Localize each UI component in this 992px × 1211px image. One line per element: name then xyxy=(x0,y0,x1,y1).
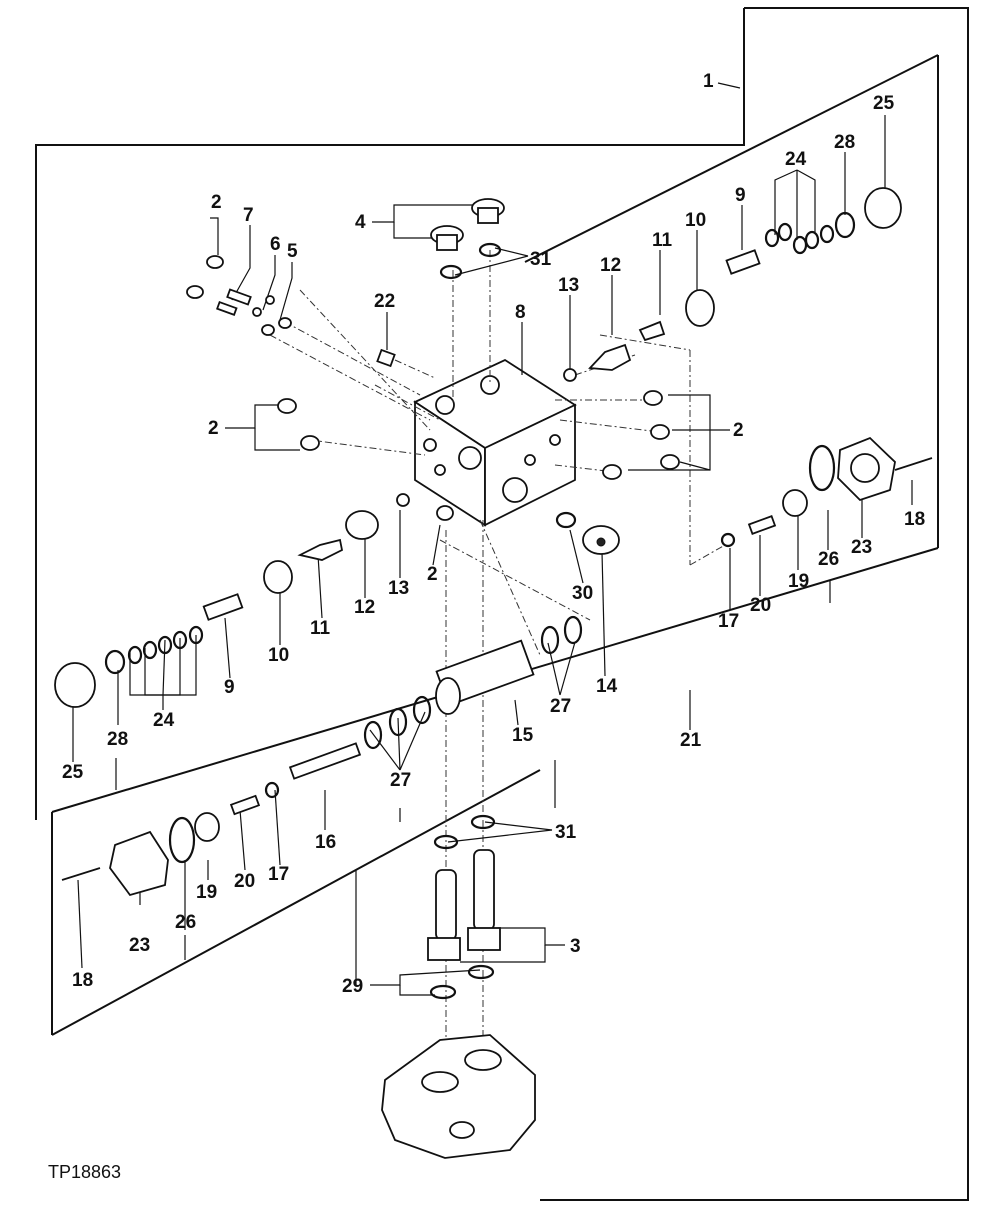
callout-22: 22 xyxy=(374,291,395,312)
callout-14: 14 xyxy=(596,676,618,697)
callout-12: 12 xyxy=(354,597,375,618)
callout-15: 15 xyxy=(512,725,534,746)
callout-25: 25 xyxy=(873,93,895,114)
callout-24: 24 xyxy=(153,710,175,731)
callout-5: 5 xyxy=(287,241,298,262)
valve-body-block xyxy=(413,358,577,527)
top-plugs-group xyxy=(430,198,505,280)
callout-13: 13 xyxy=(558,275,579,296)
callout-12: 12 xyxy=(600,255,621,276)
callout-2: 2 xyxy=(208,418,219,439)
callout-27: 27 xyxy=(550,696,571,717)
callout-3: 3 xyxy=(570,936,581,957)
callout-23: 23 xyxy=(129,935,150,956)
callout-13: 13 xyxy=(388,578,409,599)
pilot-cartridge-parts xyxy=(427,814,501,1000)
callout-23: 23 xyxy=(851,537,872,558)
callout-10: 10 xyxy=(268,645,289,666)
figure-id-label: TP18863 xyxy=(48,1162,121,1182)
callout-27: 27 xyxy=(390,770,411,791)
callout-17: 17 xyxy=(718,611,739,632)
callout-9: 9 xyxy=(735,185,746,206)
callout-18: 18 xyxy=(72,970,93,991)
callout-6: 6 xyxy=(270,234,281,255)
callout-labels: 1 2 7 6 5 4 31 22 8 13 12 11 10 9 24 28 … xyxy=(62,71,925,997)
pump-housing-base xyxy=(381,1034,536,1159)
upper-left-plugs-group xyxy=(186,255,292,336)
callout-leaders xyxy=(72,82,913,996)
callout-11: 11 xyxy=(310,618,331,639)
callout-16: 16 xyxy=(315,832,336,853)
middle-relief-parts xyxy=(202,493,620,621)
assembly-boundary-top xyxy=(35,8,745,820)
callout-2: 2 xyxy=(733,420,744,441)
main-spool-parts xyxy=(363,615,583,750)
callout-11: 11 xyxy=(652,230,673,251)
boundary-edge-diag-top xyxy=(524,54,939,263)
left-end-plug-parts xyxy=(54,625,204,708)
boundary-edge-diag-low xyxy=(51,769,541,1036)
callout-7: 7 xyxy=(243,205,254,226)
callout-25: 25 xyxy=(62,762,84,783)
assembly-axis-lines xyxy=(269,250,726,1075)
callout-20: 20 xyxy=(750,595,771,616)
callout-20: 20 xyxy=(234,871,255,892)
callout-17: 17 xyxy=(268,864,289,885)
callout-2: 2 xyxy=(427,564,438,585)
callout-9: 9 xyxy=(224,677,235,698)
callout-4: 4 xyxy=(355,212,366,233)
callout-28: 28 xyxy=(834,132,855,153)
right-end-cover-parts xyxy=(720,436,933,548)
callout-10: 10 xyxy=(685,210,706,231)
upper-right-relief-parts xyxy=(376,187,902,382)
callout-31: 31 xyxy=(555,822,577,843)
callout-8: 8 xyxy=(515,302,526,323)
callout-2: 2 xyxy=(211,192,222,213)
callout-19: 19 xyxy=(788,571,809,592)
callout-1: 1 xyxy=(703,71,714,92)
block-plugs-2 xyxy=(277,390,680,521)
callout-30: 30 xyxy=(572,583,593,604)
lower-left-parts xyxy=(61,742,362,897)
callout-26: 26 xyxy=(175,912,196,933)
assembly-boundary-outline xyxy=(540,7,969,1201)
callout-21: 21 xyxy=(680,730,702,751)
callout-29: 29 xyxy=(342,976,363,997)
callout-28: 28 xyxy=(107,729,128,750)
callout-24: 24 xyxy=(785,149,807,170)
callout-26: 26 xyxy=(818,549,839,570)
callout-31: 31 xyxy=(530,249,552,270)
callout-19: 19 xyxy=(196,882,217,903)
callout-18: 18 xyxy=(904,509,925,530)
